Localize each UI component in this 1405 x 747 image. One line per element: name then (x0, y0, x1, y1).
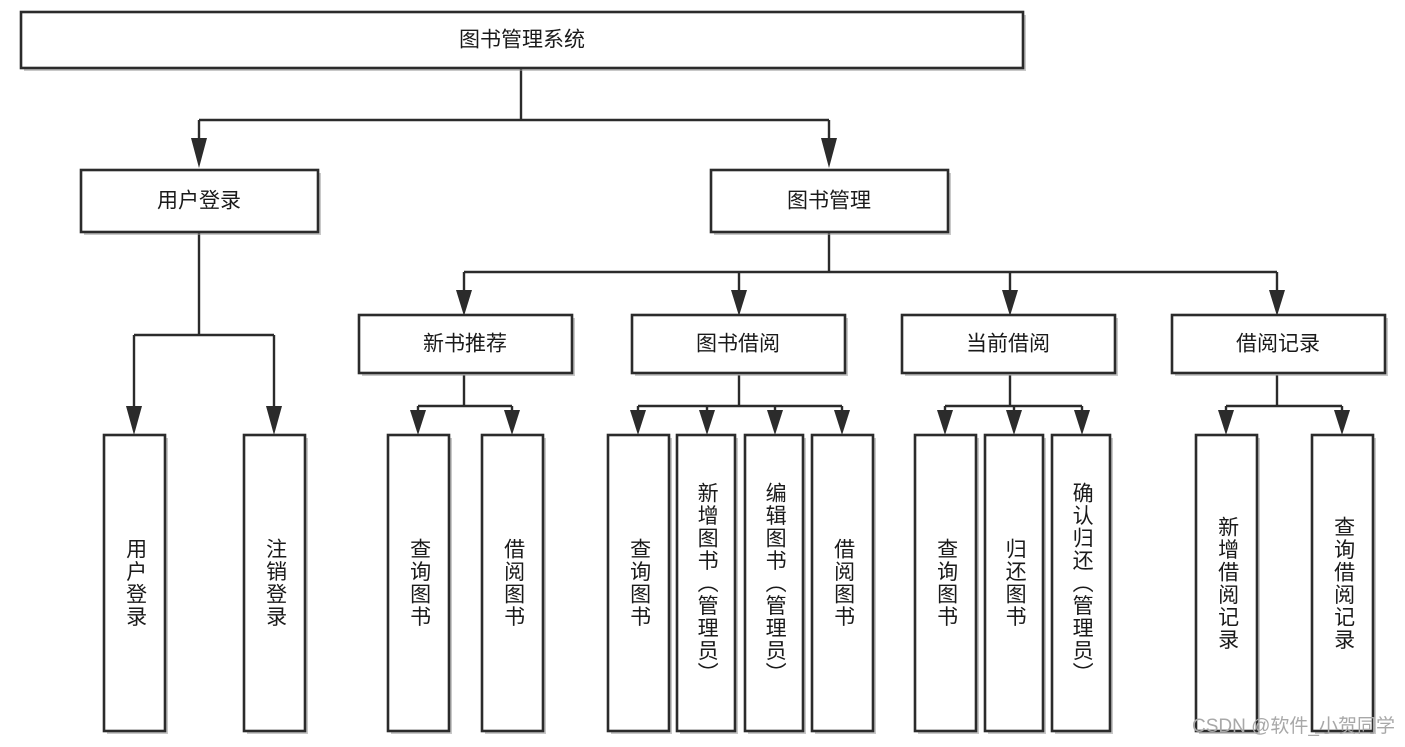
node-book-borrow[interactable] (630, 313, 847, 375)
node-borrow-record[interactable] (1170, 313, 1387, 375)
node-leaf-08[interactable] (810, 433, 875, 733)
arrow-head-current-borrow (1002, 290, 1018, 316)
arrow-head-borrow-record (1269, 290, 1285, 316)
node-current-borrow[interactable] (900, 313, 1117, 375)
arrow-head-leaf-01 (126, 406, 142, 435)
node-leaf-05[interactable] (606, 433, 671, 733)
arrow-head-book-manage (821, 138, 837, 168)
book-manage-node-label: 图书管理 (787, 190, 871, 213)
arrow-head-new-book-rec (456, 290, 472, 316)
node-leaf-07[interactable] (743, 433, 805, 733)
node-new-book-rec[interactable] (357, 313, 574, 375)
arrow-head-leaf-04 (504, 410, 520, 435)
arrow-head-user-login (191, 138, 207, 168)
node-leaf-10[interactable] (983, 433, 1045, 733)
arrow-head-leaf-11 (1074, 410, 1090, 435)
node-leaf-13[interactable] (1310, 433, 1375, 733)
arrow-head-leaf-09 (937, 410, 953, 435)
arrow-head-leaf-10 (1006, 410, 1022, 435)
node-leaf-09[interactable] (913, 433, 978, 733)
arrow-head-leaf-06 (699, 410, 715, 435)
arrow-head-leaf-08 (834, 410, 850, 435)
arrow-head-leaf-12 (1218, 410, 1234, 435)
node-leaf-01[interactable] (102, 433, 167, 733)
current-borrow-node-label: 当前借阅 (966, 333, 1050, 356)
node-layer: 图书管理系统 用户登录 图书管理 新书推荐 图书借阅 当前借阅 借阅记录 (19, 10, 1388, 734)
arrow-head-leaf-02 (266, 406, 282, 435)
arrow-head-book-borrow (731, 290, 747, 316)
node-leaf-11[interactable] (1050, 433, 1112, 733)
borrow-record-node-label: 借阅记录 (1236, 333, 1320, 356)
user-login-node-label: 用户登录 (157, 190, 241, 213)
book-borrow-node-label: 图书借阅 (696, 333, 780, 356)
arrow-head-leaf-03 (410, 410, 426, 435)
arrow-head-leaf-13 (1334, 410, 1350, 435)
arrow-head-leaf-05 (630, 410, 646, 435)
node-leaf-06[interactable] (675, 433, 737, 733)
node-leaf-03[interactable] (386, 433, 451, 733)
node-leaf-02[interactable] (242, 433, 307, 733)
node-leaf-04[interactable] (480, 433, 545, 733)
new-book-rec-node-label: 新书推荐 (423, 333, 507, 356)
node-book-manage[interactable] (709, 168, 950, 234)
node-leaf-12[interactable] (1194, 433, 1259, 733)
arrow-head-leaf-07 (767, 410, 783, 435)
node-user-login[interactable] (79, 168, 320, 234)
node-root[interactable] (19, 10, 1025, 70)
connector-layer (126, 67, 1350, 435)
csdn-watermark: CSDN @软件_小贺同学 (1192, 716, 1395, 737)
root-node-label: 图书管理系统 (459, 29, 585, 52)
